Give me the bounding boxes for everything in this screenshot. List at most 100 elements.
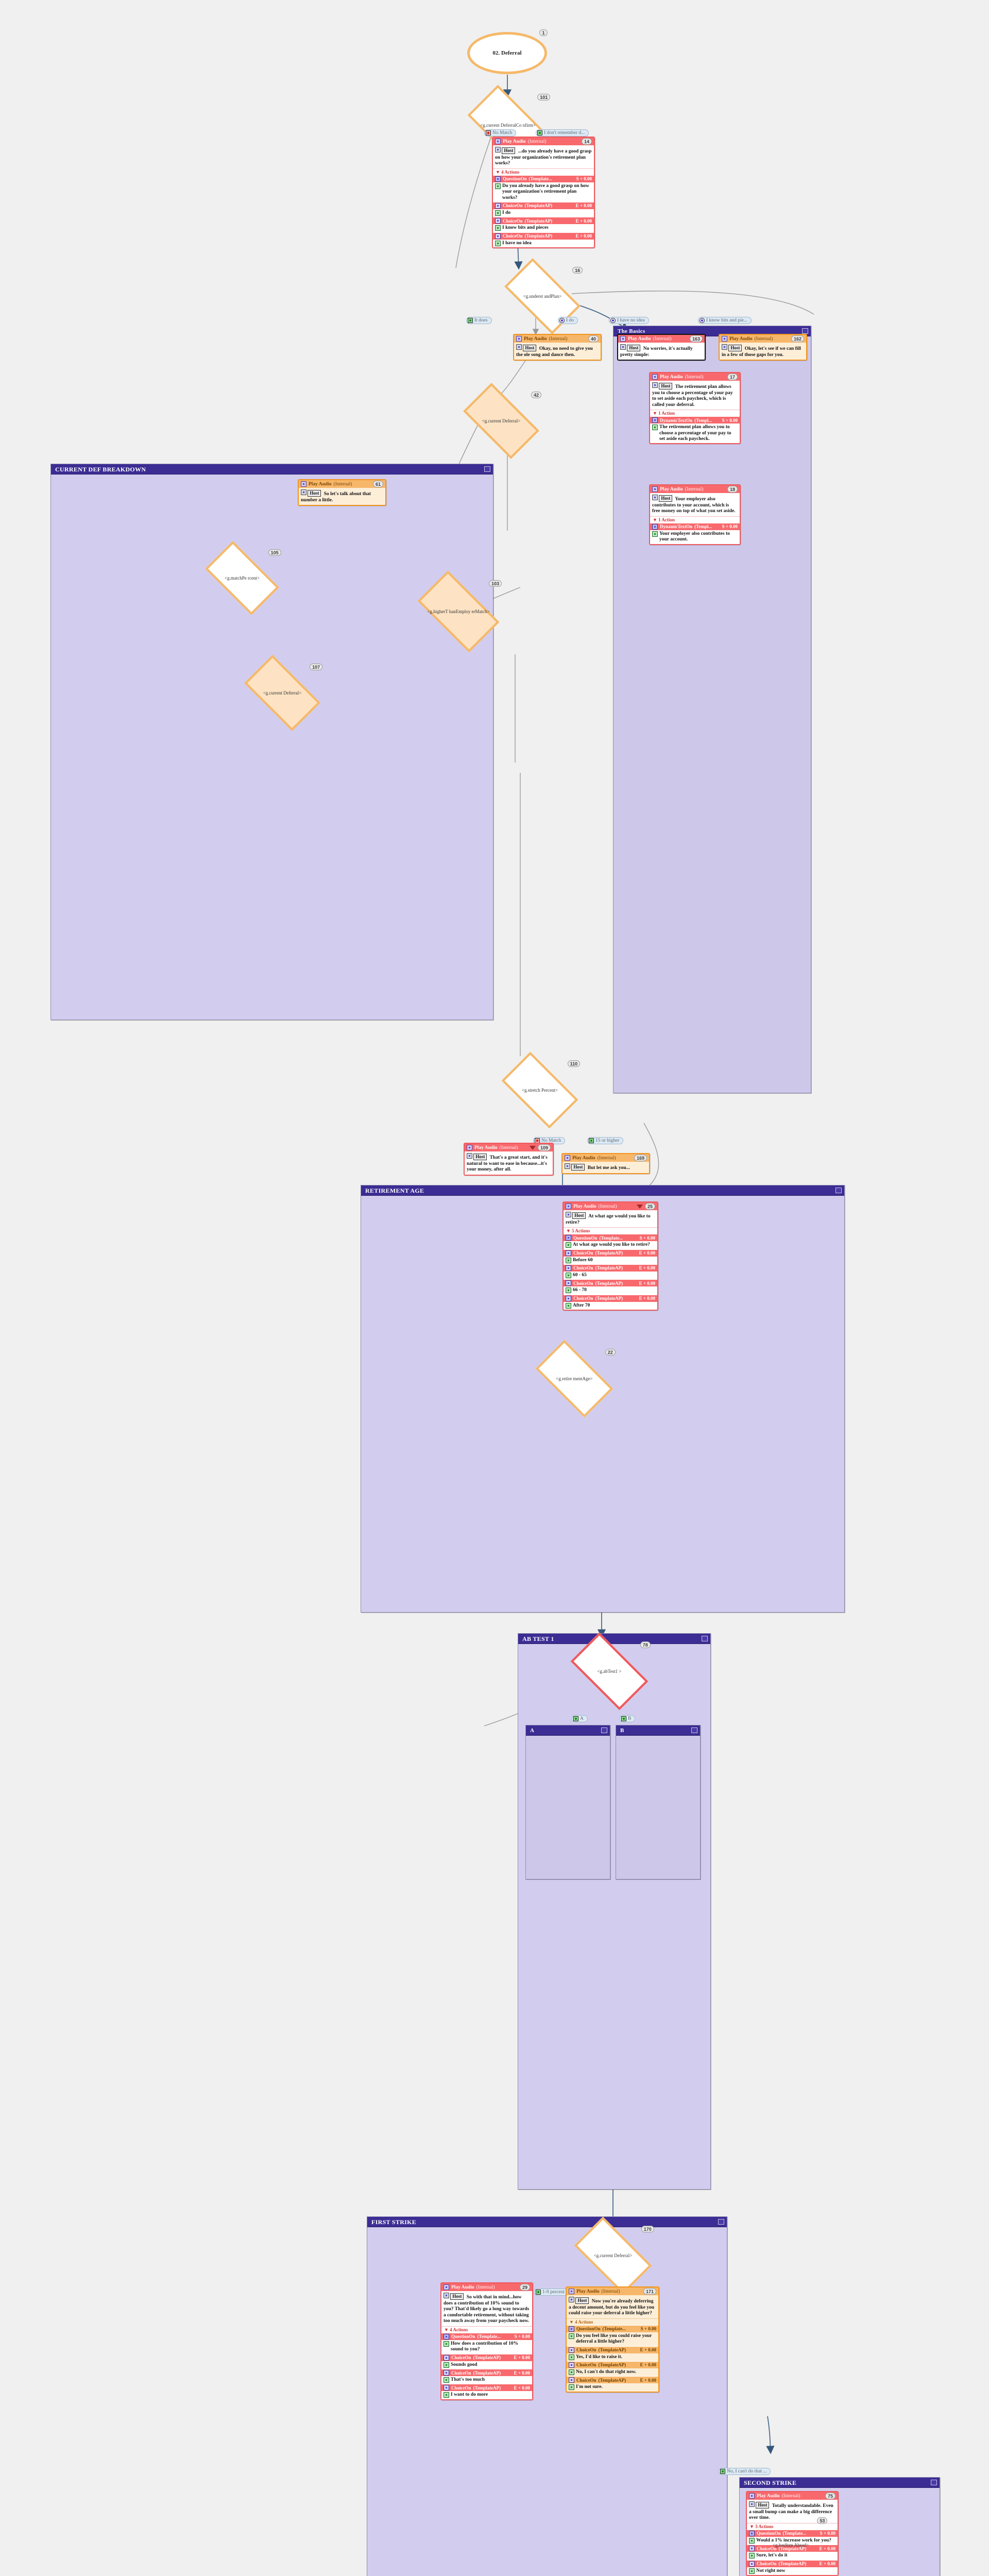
- node-host-text: Host So let's talk about that number a l…: [299, 488, 385, 505]
- action-header: QuestionOn (Template... S + 0.00: [567, 2325, 658, 2332]
- collapse-icon[interactable]: [931, 2480, 937, 2485]
- collapse-icon[interactable]: [718, 2219, 724, 2225]
- collapse-icon[interactable]: [691, 1727, 697, 1733]
- actions-toggle[interactable]: ▼ 1 Action: [650, 516, 740, 523]
- node-header: Play Audio (Internal) 25: [564, 1202, 657, 1210]
- collapse-icon[interactable]: [702, 1636, 708, 1641]
- message-node-171[interactable]: Play Audio (Internal) 171 Host Now you'r…: [566, 2286, 659, 2393]
- message-node-18[interactable]: Play Audio (Internal) 18 Host Your emplo…: [649, 484, 741, 545]
- decision-node-g-stretch-percent[interactable]: <g.stretch Percent> 110: [492, 1052, 588, 1129]
- group-ab-variant-b[interactable]: B: [616, 1725, 701, 1879]
- group-current-def-breakdown[interactable]: CURRENT DEF BREAKDOWN: [50, 464, 493, 1020]
- message-node-163[interactable]: Play Audio (Internal) 163 Host No worrie…: [617, 334, 706, 361]
- host-tag: Host: [308, 490, 321, 497]
- message-node-169[interactable]: Play Audio (Internal) 169 Host But let m…: [561, 1153, 650, 1174]
- edge-label-i-do[interactable]: I do: [558, 317, 578, 324]
- collapse-icon[interactable]: [802, 328, 808, 334]
- collapse-icon[interactable]: [835, 1188, 842, 1193]
- play-audio-icon: [652, 486, 658, 492]
- node-number: 18: [727, 486, 738, 493]
- action-header: ChoiceOn (TemplateAP) E + 0.00: [441, 2369, 532, 2377]
- group-ab-test-1[interactable]: AB TEST 1: [518, 1633, 711, 2190]
- message-node-109[interactable]: Play Audio (Internal) 109 Host That's a …: [464, 1143, 554, 1176]
- text-icon: [495, 210, 501, 216]
- decision-node-g-has-step-ahead[interactable]: <g.hasStep Ahead> 53: [747, 2510, 834, 2576]
- message-node-61[interactable]: Play Audio (Internal) 61 Host So let's t…: [298, 479, 386, 506]
- node-kind: Play Audio: [474, 1145, 498, 1150]
- group-the-basics[interactable]: The Basics: [613, 326, 811, 1093]
- edge-label-1-9-percent[interactable]: 1-9 percent: [534, 2289, 569, 2296]
- group-first-strike[interactable]: FIRST STRIKE: [367, 2216, 727, 2576]
- actions-toggle[interactable]: ▼ 4 Actions: [493, 168, 594, 175]
- message-node-29[interactable]: Play Audio (Internal) 29 Host So with th…: [440, 2282, 533, 2400]
- message-node-14[interactable]: Play Audio (Internal) 14 Host ...do you …: [492, 137, 595, 249]
- actions-toggle[interactable]: ▼ 4 Actions: [441, 2326, 532, 2333]
- play-audio-icon: [565, 1155, 570, 1161]
- action-text: I have no idea: [493, 239, 594, 248]
- play-audio-icon: [467, 1145, 472, 1150]
- collapse-icon[interactable]: [601, 1727, 607, 1733]
- node-scope: (Internal): [597, 1155, 616, 1161]
- action-text: Would a 1% increase work for you?: [747, 2536, 838, 2545]
- decision-node-g-match-percent[interactable]: <g.matchPe rcent> 105: [196, 541, 288, 615]
- host-icon: [467, 1153, 472, 1159]
- decision-node-g-current-deferral-confirm[interactable]: <g.current DeferralCo nfirm> 101: [457, 84, 558, 166]
- decision-label: <g.higherT hanEmploy erMatch>: [427, 608, 490, 614]
- edge-label-variant-b[interactable]: B: [620, 1715, 636, 1722]
- host-tag: Host: [575, 2297, 589, 2304]
- node-scope: (Internal): [754, 336, 773, 342]
- edge-label-it-does[interactable]: It does: [466, 317, 492, 324]
- action-header: DynamicTextOn (Templ... S + 0.00: [650, 522, 740, 530]
- edge-label-variant-a[interactable]: A: [572, 1715, 588, 1722]
- node-number: 110: [567, 1060, 581, 1067]
- node-header: Play Audio (Internal) 40: [514, 335, 601, 343]
- actions-toggle[interactable]: ▼ 3 Actions: [747, 2522, 838, 2530]
- node-number: 40: [588, 335, 599, 342]
- collapse-icon[interactable]: [484, 466, 490, 472]
- actions-toggle[interactable]: ▼ 5 Actions: [564, 1227, 657, 1234]
- decision-node-g-understand-plan[interactable]: <g.underst andPlan> 16: [494, 258, 590, 334]
- edge-label-no-idea[interactable]: I have no idea: [609, 317, 649, 324]
- intent-icon: [573, 1716, 578, 1721]
- decision-node-g-current-deferral-42[interactable]: <g.current Deferral> 42: [453, 383, 549, 459]
- node-header: Play Audio (Internal) 163: [618, 335, 705, 343]
- group-ab-variant-a[interactable]: A: [525, 1725, 610, 1879]
- node-scope: (Internal): [549, 336, 568, 342]
- action-text: Your employer also contributes to your a…: [650, 530, 740, 544]
- host-icon: [566, 1212, 571, 1217]
- host-tag: Host: [502, 147, 516, 154]
- node-host-text: Host Your employer also contributes to y…: [650, 493, 740, 516]
- node-scope: (Internal): [653, 336, 672, 342]
- edge-label-no-match[interactable]: No Match: [484, 129, 517, 137]
- node-kind: Play Audio: [729, 336, 753, 342]
- text-icon: [566, 1302, 571, 1309]
- message-node-162[interactable]: Play Audio (Internal) 162 Host Okay, let…: [719, 334, 807, 361]
- message-node-25[interactable]: Play Audio (Internal) 25 Host At what ag…: [562, 1201, 658, 1311]
- edge-label-dont-remember[interactable]: I don't remember d...: [536, 129, 589, 137]
- question-icon: [566, 1235, 571, 1241]
- actions-toggle[interactable]: ▼ 4 Actions: [567, 2318, 658, 2325]
- message-node-17[interactable]: Play Audio (Internal) 17 Host The retire…: [649, 372, 741, 445]
- actions-toggle[interactable]: ▼ 1 Action: [650, 410, 740, 417]
- host-icon: [722, 344, 727, 350]
- action-text: Sounds good: [441, 2361, 532, 2369]
- edge-label-15-or-higher[interactable]: 15 or higher: [587, 1137, 624, 1144]
- group-title: RETIREMENT AGE: [361, 1185, 844, 1196]
- edge-label-cant-do-that[interactable]: No, I can't do that ...: [719, 2468, 771, 2475]
- message-node-75[interactable]: Play Audio (Internal) 75 Host Totally un…: [746, 2491, 839, 2576]
- choice-icon: [749, 2546, 755, 2552]
- host-icon: [569, 2297, 574, 2302]
- node-header: Play Audio (Internal) 109: [465, 1144, 553, 1151]
- decision-node-g-current-deferral-170[interactable]: <g.current Deferral> 170: [564, 2216, 662, 2295]
- start-node[interactable]: 02. Deferral 1: [467, 29, 548, 74]
- decision-label: <g.hasStep Ahead>: [772, 2542, 809, 2548]
- decision-node-g-ab-test-1[interactable]: <g.abTest1 > 78: [560, 1632, 658, 1710]
- edge-label-bits-and-pieces[interactable]: I know bits and pie...: [698, 317, 752, 324]
- decision-node-g-current-deferral-107[interactable]: <g.current Deferral> 107: [234, 655, 330, 731]
- decision-node-g-higher-than-employer-match[interactable]: <g.higherT hanEmploy erMatch> 103: [407, 570, 510, 653]
- decision-node-g-retirement-age[interactable]: <g.retire mentAge> 22: [525, 1340, 623, 1418]
- message-node-40[interactable]: Play Audio (Internal) 40 Host Okay, no n…: [513, 334, 602, 361]
- node-host-text: Host Okay, no need to give you the ole s…: [514, 343, 601, 360]
- node-number: 109: [537, 1144, 551, 1151]
- question-icon: [444, 2333, 449, 2340]
